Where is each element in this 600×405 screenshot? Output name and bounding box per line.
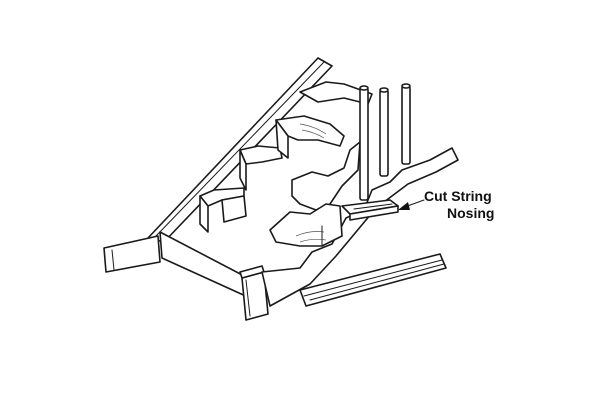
step-2 xyxy=(239,145,283,191)
balusters xyxy=(359,83,411,201)
newel-post xyxy=(239,265,269,321)
callout-label-line-2: Nosing xyxy=(447,205,495,221)
cut-string-nosing xyxy=(341,199,399,221)
step-3 xyxy=(275,115,345,159)
step-1 xyxy=(199,187,247,233)
callout-label-line-1: Cut String xyxy=(424,188,492,204)
callout-arrow xyxy=(398,199,425,210)
step-4 xyxy=(299,81,373,105)
cutaway-section xyxy=(269,141,361,247)
cut-string xyxy=(299,253,447,307)
skirting-board xyxy=(103,235,161,273)
inner-string xyxy=(159,231,251,299)
